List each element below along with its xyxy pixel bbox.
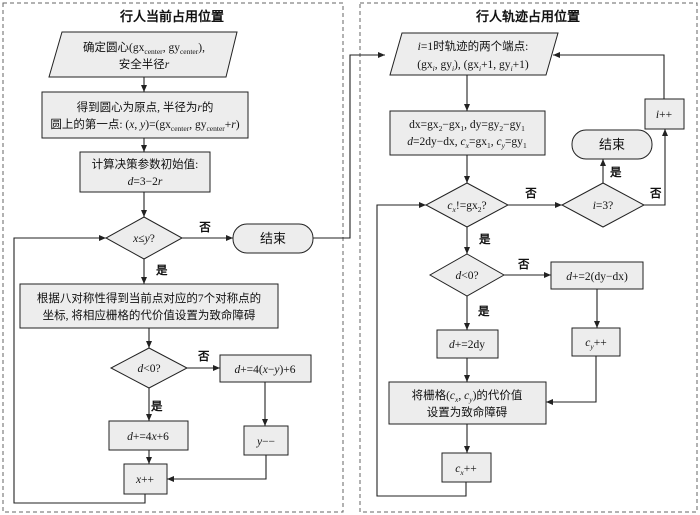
left-first-point-box (41, 91, 249, 139)
right-cx-increment-text: cx++ (455, 463, 476, 477)
left-mark-symmetric-box (19, 283, 279, 329)
left-init-param-box (79, 151, 211, 193)
right-init-line1: dx=gx2−gx1, dy=gy2−gy1 (409, 119, 525, 133)
left-update-no-text: d+=4(x−y)+6 (234, 364, 295, 376)
left-panel-frame (2, 2, 344, 513)
left-update-yes-text: d+=4x+6 (127, 431, 169, 443)
left-no-label-2: 否 (197, 350, 210, 363)
left-panel-title: 行人当前占用位置 (119, 9, 224, 24)
right-end-terminal (571, 129, 653, 160)
right-init-box (389, 110, 546, 156)
right-update-yes-text: d+=2dy (449, 339, 485, 351)
left-input-line1: 确定圆心(gxcenter, gycenter), (83, 40, 205, 56)
right-panel-title: 行人轨迹占用位置 (475, 9, 580, 24)
left-input-parallelogram (48, 31, 238, 78)
right-input-parallelogram (389, 32, 559, 76)
left-first-point-line1: 得到圆心为原点, 半径为r的 (77, 100, 214, 114)
left-yes-label-2: 是 (150, 400, 163, 413)
left-y-decrement-text: y−− (256, 436, 275, 448)
left-update-no-box (219, 354, 312, 383)
left-init-param-line2: d=3−2r (128, 176, 163, 188)
left-no-label-1: 否 (198, 221, 211, 234)
left-cond-d-text: d<0? (137, 363, 160, 375)
right-input-line2: (gxi, gyi), (gxi+1, gyi+1) (417, 59, 529, 73)
right-cond-i-text: i=3? (593, 200, 614, 212)
right-input-line1: i=1时轨迹的两个端点: (418, 39, 529, 53)
right-cond-cx-text: cx!=gx2? (447, 200, 486, 214)
left-mark-line1: 根据八对称性得到当前点对应的7个对称点的 (37, 291, 261, 305)
right-cond-d-text: d<0? (455, 270, 478, 282)
right-mark-line2: 设置为致命障碍 (427, 405, 508, 419)
right-cond-i-eq-3 (560, 182, 646, 228)
right-i-increment-text: i++ (656, 109, 672, 121)
right-no-label-i: 否 (649, 187, 662, 200)
left-init-param-line1: 计算决策参数初始值: (92, 157, 199, 171)
left-input-line2: 安全半径r (119, 57, 170, 71)
left-yes-label-1: 是 (155, 264, 168, 277)
left-update-yes-box (108, 420, 189, 451)
left-mark-line2: 坐标, 将相应栅格的代价值设置为致命障碍 (43, 308, 256, 322)
right-mark-line1: 将栅格(cx, cy)的代价值 (412, 388, 523, 404)
right-yes-label-2: 是 (477, 305, 490, 318)
right-end-text: 结束 (599, 137, 625, 152)
right-update-no-box (550, 261, 644, 290)
right-cx-increment-box (441, 452, 492, 483)
right-no-label-2: 否 (517, 258, 530, 271)
left-end-text: 结束 (260, 231, 286, 246)
right-panel-frame (359, 2, 698, 513)
right-update-yes-box (436, 329, 499, 359)
right-no-label-1: 否 (524, 187, 537, 200)
right-yes-label-i: 是 (609, 166, 622, 179)
left-cond-x-le-y-text: x≤y? (132, 233, 155, 245)
left-x-increment-text: x++ (135, 474, 154, 486)
right-update-no-text: d+=2(dy−dx) (566, 271, 628, 283)
right-cy-increment-text: cy++ (585, 337, 606, 351)
left-first-point-line2: 圆上的第一点: (x, y)=(gxcenter, gycenter+r) (50, 117, 239, 133)
right-init-line2: d=2dy−dx, cx=gx1, cy=gy1 (407, 136, 527, 150)
right-yes-label-1: 是 (478, 233, 491, 246)
right-cy-increment-box (571, 327, 621, 357)
